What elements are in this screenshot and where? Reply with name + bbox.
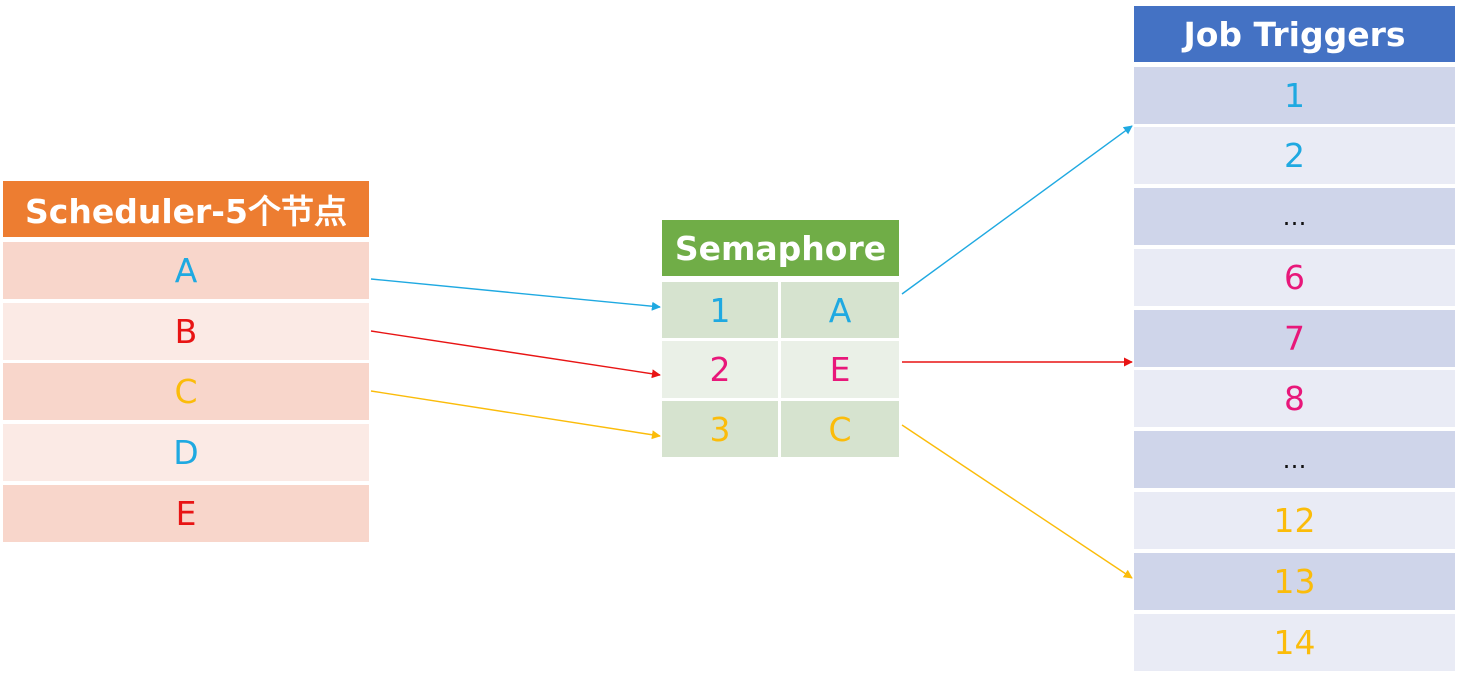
- semaphore-row-3-num: 3: [662, 401, 778, 457]
- trigger-row: 8: [1134, 370, 1455, 427]
- scheduler-header: Scheduler-5个节点: [3, 181, 369, 237]
- trigger-label: …: [1282, 202, 1307, 231]
- trigger-row: 7: [1134, 310, 1455, 367]
- trigger-label: 8: [1284, 379, 1305, 418]
- trigger-row: …: [1134, 188, 1455, 245]
- trigger-row: 14: [1134, 614, 1455, 671]
- scheduler-row-e: E: [3, 485, 369, 542]
- scheduler-title: Scheduler-5个节点: [25, 192, 347, 231]
- semaphore-header: Semaphore: [662, 220, 899, 276]
- arrow-c-to-3: [370, 390, 661, 440]
- trigger-label: 7: [1284, 319, 1305, 358]
- semaphore-num: 1: [709, 290, 731, 330]
- scheduler-row-d: D: [3, 424, 369, 481]
- trigger-label: 14: [1273, 623, 1316, 662]
- semaphore-title: Semaphore: [674, 228, 887, 268]
- trigger-row: 6: [1134, 249, 1455, 306]
- scheduler-row-label: C: [174, 372, 198, 411]
- scheduler-row-c: C: [3, 363, 369, 420]
- trigger-row: 13: [1134, 553, 1455, 610]
- trigger-label: 6: [1284, 258, 1305, 297]
- semaphore-row-1-node: A: [781, 282, 899, 338]
- semaphore-row-1-num: 1: [662, 282, 778, 338]
- trigger-label: …: [1282, 445, 1307, 474]
- arrow-b-to-2: [370, 330, 661, 379]
- arrow-a-to-1: [370, 278, 661, 311]
- triggers-header: Job Triggers: [1134, 6, 1455, 62]
- trigger-label: 2: [1284, 136, 1305, 175]
- triggers-title: Job Triggers: [1183, 14, 1406, 54]
- scheduler-row-label: B: [174, 312, 198, 351]
- trigger-row: 2: [1134, 127, 1455, 184]
- trigger-label: 1: [1284, 76, 1305, 115]
- semaphore-num: 3: [709, 409, 731, 449]
- semaphore-node: A: [828, 290, 852, 330]
- scheduler-row-a: A: [3, 242, 369, 299]
- trigger-row: 1: [1134, 67, 1455, 124]
- semaphore-node: C: [828, 409, 852, 449]
- scheduler-row-label: D: [173, 433, 199, 472]
- semaphore-row-3-node: C: [781, 401, 899, 457]
- scheduler-row-b: B: [3, 303, 369, 360]
- semaphore-num: 2: [709, 350, 731, 389]
- semaphore-node: E: [829, 350, 851, 389]
- scheduler-row-label: A: [174, 251, 198, 290]
- arrow-sem1-to-trigger: [901, 125, 1133, 295]
- trigger-label: 12: [1273, 501, 1316, 540]
- trigger-row: …: [1134, 431, 1455, 488]
- semaphore-row-2-num: 2: [662, 341, 778, 398]
- trigger-row: 12: [1134, 492, 1455, 549]
- trigger-label: 13: [1273, 562, 1316, 601]
- semaphore-row-2-node: E: [781, 341, 899, 398]
- scheduler-row-label: E: [175, 494, 197, 533]
- arrow-sem3-to-trigger: [901, 424, 1133, 579]
